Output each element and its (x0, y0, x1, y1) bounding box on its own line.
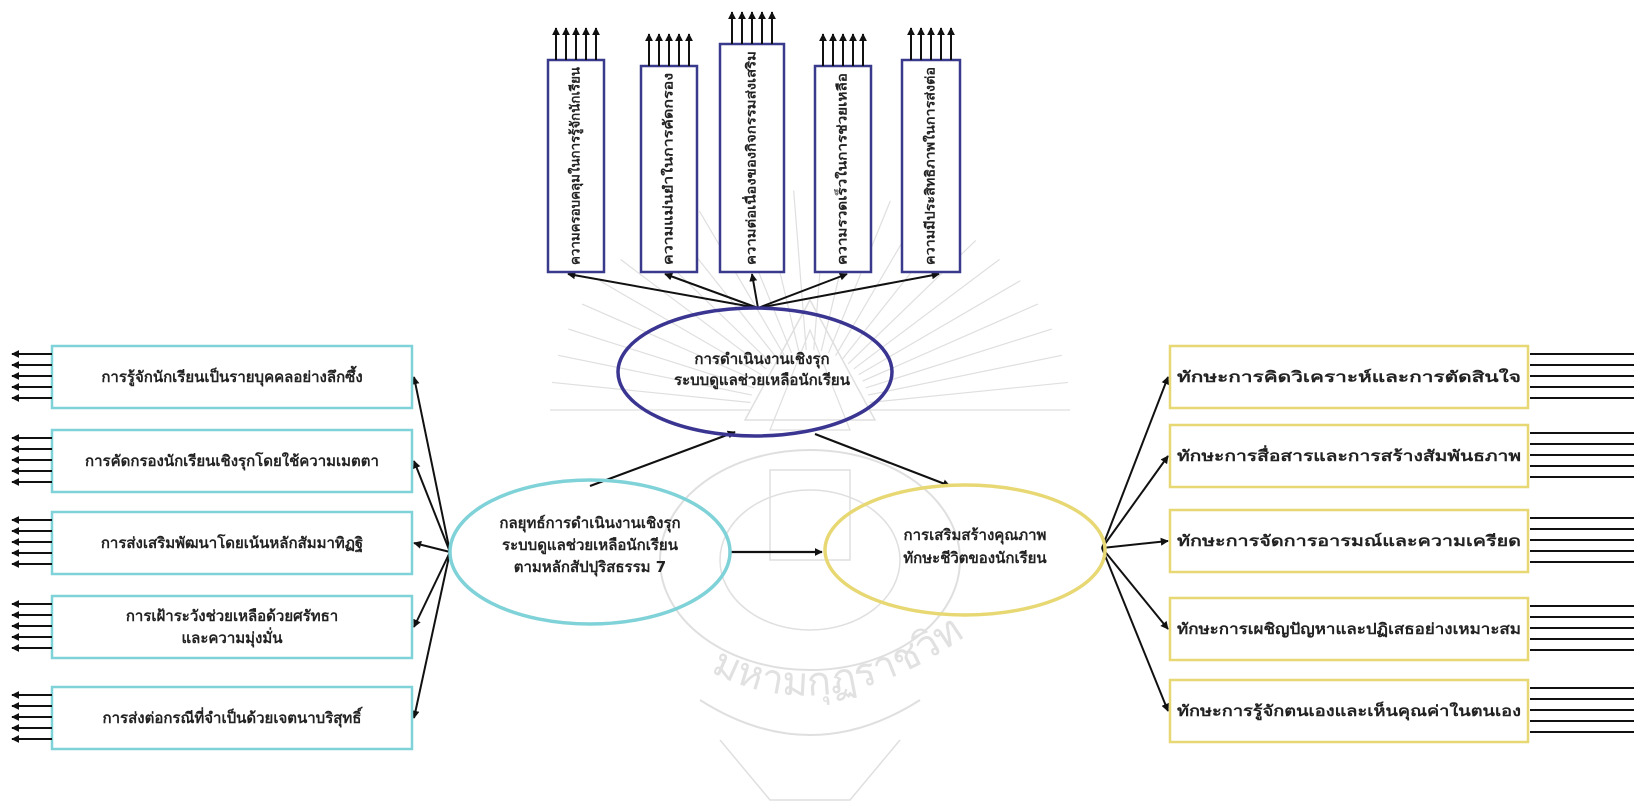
left-box-5: การส่งต่อกรณีที่จำเป็นด้วยเจตนาบริสุทธิ์ (11, 685, 414, 751)
top-box-frame (718, 42, 786, 274)
left-box-frame (50, 685, 414, 751)
top-box-frame (639, 64, 699, 274)
left-box-label: การเฝ้าระวังช่วยเหลือด้วยศรัทธา (126, 607, 338, 625)
left-box-label: และความมุ่งมั่น (181, 627, 283, 648)
center-to-left-box-arrow (412, 460, 451, 553)
left-box-frame (50, 510, 414, 576)
center-to-top-arrow (589, 430, 736, 488)
right-ellipse-group: การเสริมสร้างคุณภาพ ทักษะชีวิตของนักเรีย… (823, 483, 1107, 617)
center-to-left-box-arrow (411, 376, 451, 553)
top-ellipse-to-box-arrow (664, 272, 759, 309)
left-box-1: การรู้จักนักเรียนเป็นรายบุคคลอย่างลึกซึ้… (11, 344, 414, 410)
right-ellipse-line-2: ทักษะชีวิตของนักเรียน (903, 549, 1047, 567)
center-ellipse-line-1: กลยุทธ์การดำเนินงานเชิงรุก (499, 514, 680, 533)
right-box-5: ทักษะการรู้จักตนเองและเห็นคุณค่าในตนเอง (1168, 678, 1634, 744)
center-to-left-box-arrow (413, 551, 451, 628)
top-box-label: ความรวดเร็วในการช่วยเหลือ (833, 73, 851, 265)
top-box-2: ความแม่นยำในการคัดกรอง (639, 33, 699, 274)
right-box-3: ทักษะการจัดการอารมณ์และความเครียด (1168, 508, 1634, 574)
right-box-2: ทักษะการสื่อสารและการสร้างสัมพันธภาพ (1168, 423, 1634, 489)
top-box-4: ความรวดเร็วในการช่วยเหลือ (813, 33, 873, 274)
top-to-right-arrow (814, 432, 951, 488)
right-box-label: ทักษะการคิดวิเคราะห์และการตัดสินใจ (1177, 368, 1521, 386)
right-ellipse-line-1: การเสริมสร้างคุณภาพ (904, 526, 1047, 545)
right-ellipse-to-box-arrow (1101, 547, 1170, 712)
top-ellipse-to-box-arrow (757, 272, 848, 309)
center-to-left-box-arrow (413, 540, 451, 553)
top-ellipse-line-2: ระบบดูแลช่วยเหลือนักเรียน (674, 371, 851, 390)
right-box-frame (1168, 678, 1530, 744)
top-ellipse-to-box-arrow (749, 273, 759, 309)
center-ellipse-line-2: ระบบดูแลช่วยเหลือนักเรียน (502, 536, 679, 555)
proactive-system-ellipse (616, 306, 894, 438)
left-box-frame (50, 344, 414, 410)
right-box-label: ทักษะการจัดการอารมณ์และความเครียด (1177, 532, 1521, 550)
right-box-frame (1168, 508, 1530, 574)
right-ellipse-to-box-arrow (1101, 537, 1169, 549)
left-box-frame (50, 594, 414, 660)
life-skills-ellipse (823, 483, 1107, 617)
strategy-ellipse (448, 478, 732, 626)
left-box-label: การรู้จักนักเรียนเป็นรายบุคคลอย่างลึกซึ้… (101, 365, 362, 387)
top-box-label: ความต่อเนื่องของกิจกรรมส่งเสริม (742, 51, 760, 265)
top-ellipse-to-box-arrow (567, 271, 759, 309)
center-ellipse-group: กลยุทธ์การดำเนินงานเชิงรุก ระบบดูแลช่วยเ… (448, 478, 732, 626)
top-box-frame (813, 64, 873, 274)
right-box-frame (1168, 344, 1530, 410)
right-skill-boxes: ทักษะการคิดวิเคราะห์และการตัดสินใจทักษะก… (1168, 344, 1634, 744)
center-ellipse-line-3: ตามหลักสัปปุริสธรรม 7 (514, 558, 666, 577)
top-box-5: ความมีประสิทธิภาพในการส่งต่อ (900, 27, 962, 274)
top-ellipse-to-box-arrow (757, 271, 940, 309)
top-ellipse-group: การดำเนินงานเชิงรุก ระบบดูแลช่วยเหลือนัก… (616, 306, 894, 438)
left-box-label: การส่งต่อกรณีที่จำเป็นด้วยเจตนาบริสุทธิ์ (103, 706, 364, 728)
right-ellipse-to-box-arrow (1101, 455, 1169, 549)
right-box-frame (1168, 596, 1530, 662)
left-box-label: การส่งเสริมพัฒนาโดยเน้นหลักสัมมาทิฏฐิ (101, 533, 363, 553)
right-ellipse-to-box-arrow (1101, 376, 1170, 549)
left-box-frame (50, 428, 414, 494)
top-indicator-boxes: ความครอบคลุมในการรู้จักนักเรียน ความแม่นย… (546, 11, 962, 274)
top-ellipse-line-1: การดำเนินงานเชิงรุก (694, 350, 829, 369)
right-box-label: ทักษะการสื่อสารและการสร้างสัมพันธภาพ (1177, 445, 1521, 465)
top-box-label: ความมีประสิทธิภาพในการส่งต่อ (922, 67, 939, 265)
top-box-1: ความครอบคลุมในการรู้จักนักเรียน (546, 27, 606, 274)
right-box-label: ทักษะการเผชิญปัญหาและปฏิเสธอย่างเหมาะสม (1177, 620, 1521, 638)
right-box-4: ทักษะการเผชิญปัญหาและปฏิเสธอย่างเหมาะสม (1168, 596, 1634, 662)
top-box-label: ความแม่นยำในการคัดกรอง (660, 73, 677, 265)
left-box-label: การคัดกรองนักเรียนเชิงรุกโดยใช้ความเมตตา (85, 451, 379, 471)
left-strategy-boxes: การรู้จักนักเรียนเป็นรายบุคคลอย่างลึกซึ้… (11, 344, 414, 751)
left-box-4: การเฝ้าระวังช่วยเหลือด้วยศรัทธาและความมุ… (11, 594, 414, 660)
top-box-label: ความครอบคลุมในการรู้จักนักเรียน (567, 67, 584, 265)
center-to-left-box-arrow (411, 551, 451, 719)
right-box-1: ทักษะการคิดวิเคราะห์และการตัดสินใจ (1168, 344, 1634, 410)
right-ellipse-to-box-arrow (1101, 547, 1169, 630)
right-box-frame (1168, 423, 1530, 489)
right-box-label: ทักษะการรู้จักตนเองและเห็นคุณค่าในตนเอง (1177, 701, 1521, 721)
top-box-3: ความต่อเนื่องของกิจกรรมส่งเสริม (718, 11, 786, 274)
top-box-frame (900, 58, 962, 274)
left-box-3: การส่งเสริมพัฒนาโดยเน้นหลักสัมมาทิฏฐิ (11, 510, 414, 576)
left-box-2: การคัดกรองนักเรียนเชิงรุกโดยใช้ความเมตตา (11, 428, 414, 494)
connectors (411, 271, 1170, 719)
